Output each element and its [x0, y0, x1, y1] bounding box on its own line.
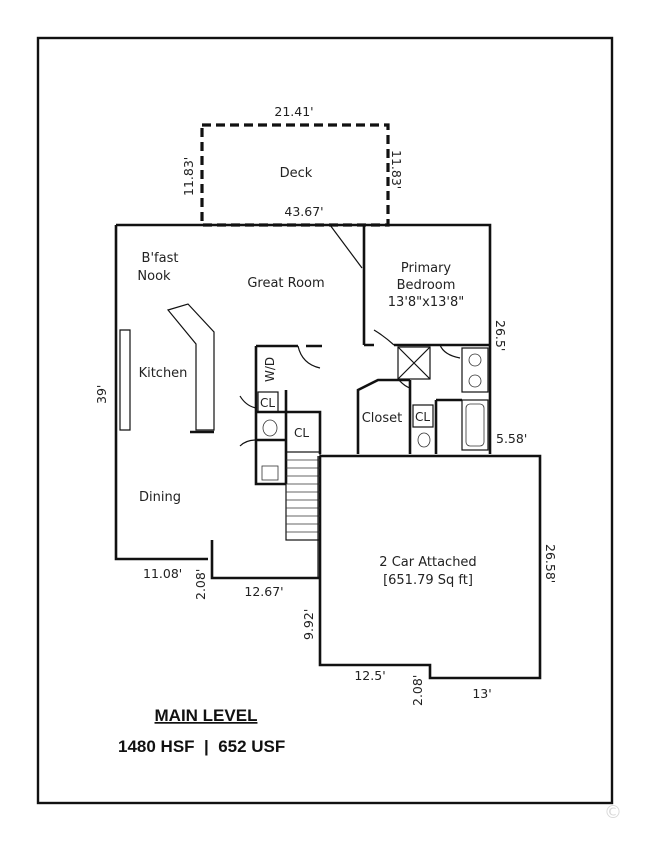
dining-label: Dining [139, 490, 181, 505]
cl-door-arc [239, 395, 257, 409]
closet-cl-box [412, 404, 434, 428]
bedroom-size-label: 13'8"x13'8" [388, 295, 464, 310]
sink-icon [468, 374, 482, 388]
garage-left-dimension: 9.92' [301, 609, 316, 640]
bath-door-arc [439, 344, 461, 359]
bedroom-right-dimension: 26.5' [493, 320, 508, 351]
primary-bedroom-wall [362, 225, 490, 347]
deck-top-dimension: 21.41' [274, 104, 313, 119]
dining-step-dimension: 2.08' [193, 569, 208, 600]
linen-closet-cross [397, 346, 431, 380]
dining-bottom-dimension: 11.08' [143, 566, 182, 581]
garage-notch-dimension: 5.58' [496, 431, 527, 446]
deck-bottom-dimension: 43.67' [284, 204, 323, 219]
laundry-door-arc [297, 345, 321, 369]
kitchen-label: Kitchen [139, 366, 188, 381]
deck-label: Deck [280, 166, 313, 181]
garage-size-label: [651.79 Sq ft] [383, 573, 473, 588]
garage-label: 2 Car Attached [379, 555, 476, 570]
cl-label-bath: CL [415, 410, 430, 424]
primary-label: Primary [401, 261, 452, 276]
garage-bottom-left-dimension: 12.5' [354, 668, 385, 683]
great-room-label: Great Room [247, 276, 324, 291]
garage-outline [318, 454, 542, 680]
bath-closet-wall [356, 378, 462, 454]
closet-label: Closet [362, 411, 403, 426]
double-vanity [461, 347, 489, 393]
garage-right-dimension: 26.58' [543, 544, 558, 583]
closet-door-arc [397, 378, 411, 389]
deck-left-dimension: 11.83' [181, 157, 196, 196]
deck-right-dimension: 11.83' [389, 150, 404, 189]
page-frame [36, 36, 614, 805]
sink-icon [261, 465, 279, 481]
linen-closet-x [397, 346, 431, 380]
main-level-title: MAIN LEVEL [155, 706, 258, 725]
kitchen-counter-left [119, 329, 131, 431]
bedroom-label: Bedroom [397, 278, 456, 293]
deck-door-swing [329, 224, 363, 269]
staircase [285, 451, 321, 541]
cl-box [257, 391, 279, 413]
house-outer-wall [114, 223, 492, 580]
toilet-icon [417, 432, 431, 448]
stair-bottom-dimension: 12.67' [244, 584, 283, 599]
cl-label-stair: CL [294, 426, 309, 440]
house-left-dimension: 39' [94, 385, 109, 404]
bedroom-door-arc [373, 329, 395, 346]
garage-bottom-right-dimension: 13' [472, 686, 491, 701]
garage-step-dimension: 2.08' [410, 675, 425, 706]
cl-label-laundry: CL [260, 396, 275, 410]
sink-icon [468, 353, 482, 367]
bathtub [461, 399, 489, 451]
kitchen-island [166, 303, 215, 431]
wd-label: W/D [263, 357, 277, 382]
area-summary: 1480 HSF | 652 USF [118, 737, 285, 756]
bfast-label: B'fast [142, 251, 179, 266]
nook-label: Nook [137, 269, 171, 284]
watermark-icon: © [604, 802, 622, 823]
powder-door-arc [239, 439, 257, 447]
tub-basin [465, 403, 485, 447]
toilet-icon [262, 419, 278, 437]
